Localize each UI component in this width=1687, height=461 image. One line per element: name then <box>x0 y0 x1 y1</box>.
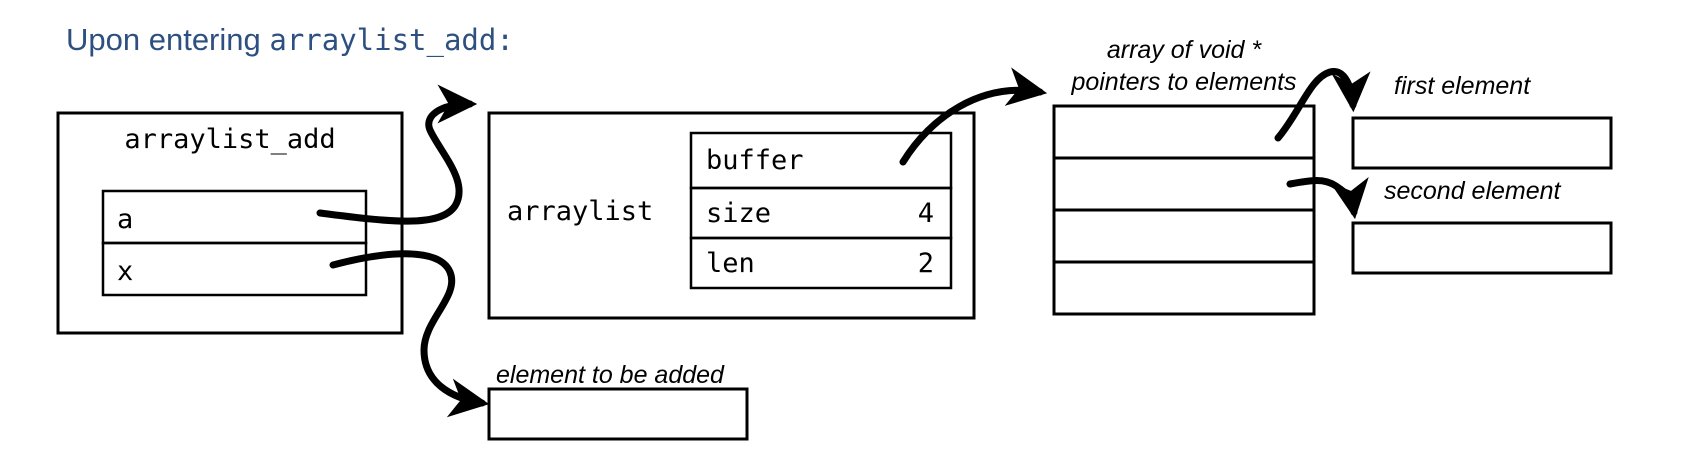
arrow-x-to-new-element <box>329 250 490 418</box>
pointer-array-cell-1 <box>1052 156 1316 212</box>
arrow-buffer-to-pointer-array <box>899 67 1048 166</box>
stack-frame-name: arraylist_add <box>124 124 336 155</box>
page-title: Upon entering arraylist_add: <box>66 24 514 55</box>
second-element-box <box>1351 221 1613 275</box>
arrow-slot1-to-second-element <box>1286 177 1369 220</box>
struct-field-buffer-name: buffer <box>706 145 804 176</box>
page-title-prefix: Upon entering <box>66 22 270 57</box>
new-element-box <box>487 387 749 441</box>
arraylist-struct-label: arraylist <box>507 196 654 227</box>
first-element-box <box>1351 116 1613 170</box>
struct-field-size-name: size <box>706 198 772 229</box>
pointer-array-caption-line2: pointers to elements <box>1071 68 1297 96</box>
stack-var-a-label: a <box>117 204 134 235</box>
stack-var-x-label: x <box>117 256 134 287</box>
page-title-code: arraylist_add: <box>269 23 514 57</box>
pointer-array-caption-line1: array of void * <box>1106 36 1262 64</box>
pointer-array-cell-0 <box>1052 104 1316 160</box>
second-element-caption: second element <box>1384 177 1561 205</box>
arrow-a-to-arraylist <box>316 84 478 225</box>
pointer-array-cell-3 <box>1052 260 1316 316</box>
struct-field-size-value: 4 <box>917 198 934 229</box>
stack-var-a-box <box>101 189 368 245</box>
pointer-array-cell-2 <box>1052 208 1316 264</box>
struct-field-len-value: 2 <box>917 248 934 279</box>
struct-field-len-name: len <box>706 248 755 279</box>
first-element-caption: first element <box>1394 72 1531 100</box>
new-element-caption: element to be added <box>496 361 724 389</box>
stack-var-x-box <box>101 241 368 297</box>
